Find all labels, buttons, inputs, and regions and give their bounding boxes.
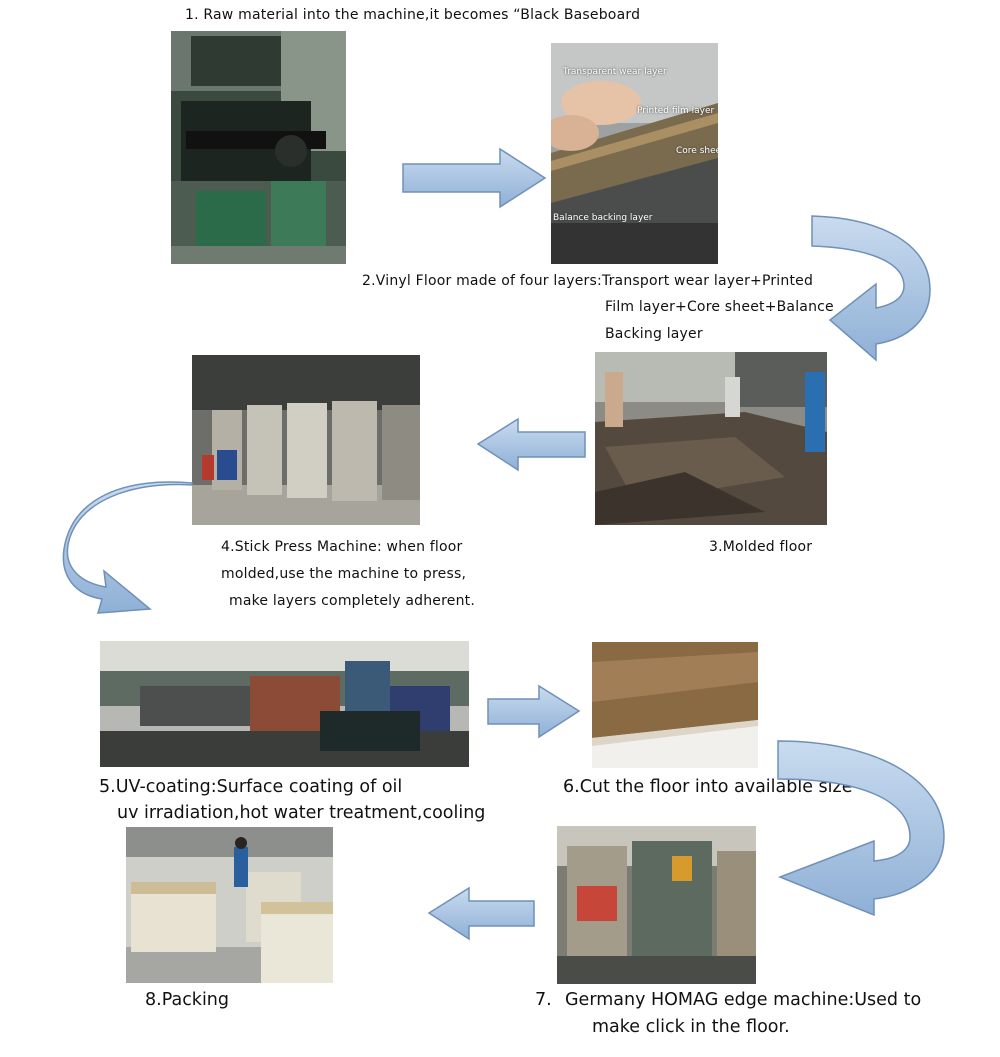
step6-photo-cut-floor	[592, 642, 758, 768]
left-arrow-3-to-4	[476, 417, 586, 472]
step2-caption-line3: Backing layer	[605, 326, 703, 342]
step4-caption-line3: make layers completely adherent.	[229, 593, 475, 609]
layer-label-wear: Transparent wear layer	[563, 67, 667, 77]
step8-caption: 8.Packing	[145, 990, 230, 1010]
step5-photo-uv-coating	[100, 641, 469, 767]
step4-photo-stick-press	[192, 355, 420, 525]
step2-photo-vinyl-layers: Transparent wear layer Printed film laye…	[551, 43, 718, 264]
step2-caption-line2: Film layer+Core sheet+Balance	[605, 299, 834, 315]
step3-caption: 3.Molded floor	[709, 539, 813, 555]
right-arrow-5-to-6	[487, 684, 581, 739]
curved-arrow-4-to-5	[62, 479, 194, 615]
left-arrow-7-to-8	[427, 886, 535, 941]
curved-arrow-6-to-7	[776, 737, 948, 917]
step5-caption-line1: 5.UV-coating:Surface coating of oil	[99, 777, 403, 797]
step5-caption-line2: uv irradiation,hot water treatment,cooli…	[117, 803, 486, 823]
step7-caption-line2: make click in the floor.	[592, 1017, 790, 1037]
step1-caption: 1. Raw material into the machine,it beco…	[185, 7, 641, 23]
layer-label-backing: Balance backing layer	[553, 213, 653, 223]
layer-label-core: Core sheet	[676, 146, 718, 156]
step4-caption-line2: molded,use the machine to press,	[221, 566, 467, 582]
step6-caption: 6.Cut the floor into available size	[563, 777, 853, 797]
curved-arrow-2-to-3	[808, 212, 936, 362]
step1-photo-raw-material-machine	[171, 31, 346, 264]
layer-label-film: Printed film layer	[637, 106, 715, 116]
step7-number: 7.	[535, 990, 552, 1010]
step7-photo-homag-edge-machine	[557, 826, 756, 984]
right-arrow-1-to-2	[402, 147, 547, 209]
step7-caption-line1: Germany HOMAG edge machine:Used to	[565, 990, 922, 1010]
step3-photo-molded-floor	[595, 352, 827, 525]
step8-photo-packing	[126, 827, 333, 983]
step2-caption-line1: 2.Vinyl Floor made of four layers:Transp…	[362, 273, 814, 289]
step4-caption-line1: 4.Stick Press Machine: when floor	[221, 539, 463, 555]
